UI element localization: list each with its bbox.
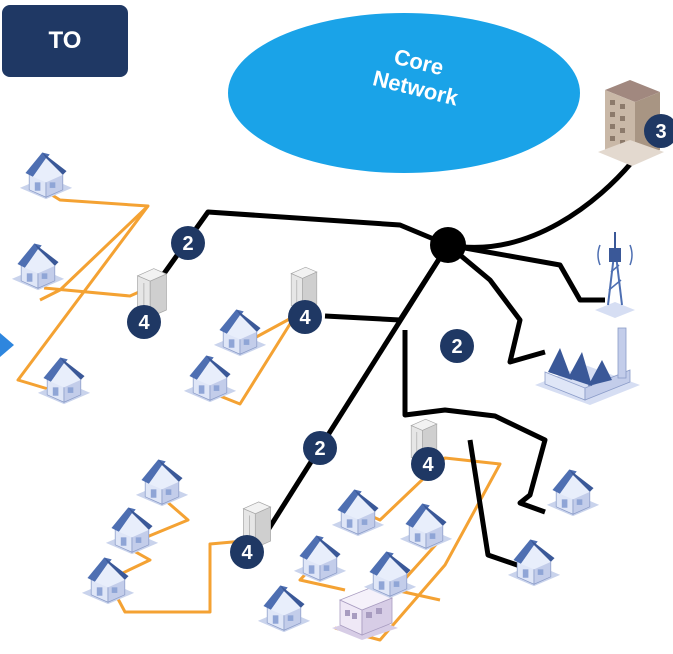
access-lines	[16, 188, 502, 642]
badge-building: 3	[644, 114, 673, 148]
badge-cabinet-middle: 4	[288, 300, 322, 334]
badge-middle: 2	[303, 431, 337, 465]
house-icon	[105, 507, 159, 555]
svg-text:4: 4	[422, 454, 434, 476]
house-icon	[183, 355, 237, 403]
house-icon	[399, 503, 453, 551]
house-icon	[331, 489, 385, 537]
svg-text:4: 4	[299, 307, 311, 329]
badge-right: 2	[440, 329, 474, 363]
house-icon	[19, 151, 73, 200]
svg-text:3: 3	[655, 121, 666, 143]
house-icon	[213, 309, 267, 357]
svg-text:2: 2	[451, 336, 462, 358]
house-icon	[37, 357, 91, 405]
cell-tower-icon	[595, 232, 635, 318]
house-icon	[11, 242, 65, 291]
core-network: Core Network	[228, 13, 580, 173]
office-building-icon	[598, 80, 664, 166]
svg-text:2: 2	[182, 233, 193, 255]
house-icon	[257, 585, 311, 633]
house-icon	[81, 557, 135, 605]
badge-upper-left: 2	[171, 226, 205, 260]
svg-text:2: 2	[314, 438, 325, 460]
small-building-icon	[332, 587, 398, 640]
to-banner-label: TO	[48, 27, 82, 54]
svg-text:4: 4	[138, 312, 150, 334]
left-arrow-icon	[0, 333, 14, 357]
badge-cabinet-left: 4	[127, 305, 161, 339]
backbone-lines	[155, 160, 634, 569]
to-banner: TO	[2, 5, 128, 77]
svg-text:4: 4	[241, 542, 253, 564]
badge-cabinet-right: 4	[411, 447, 445, 481]
badge-cabinet-lower: 4	[230, 535, 264, 569]
factory-icon	[535, 327, 640, 405]
house-icon	[546, 469, 600, 517]
badges: 3 2 2 2 4 4 4	[127, 114, 673, 569]
cabinets	[137, 266, 438, 549]
houses	[11, 151, 600, 633]
house-icon	[135, 459, 189, 507]
house-icon	[293, 535, 347, 583]
junction-node-icon	[430, 227, 466, 263]
